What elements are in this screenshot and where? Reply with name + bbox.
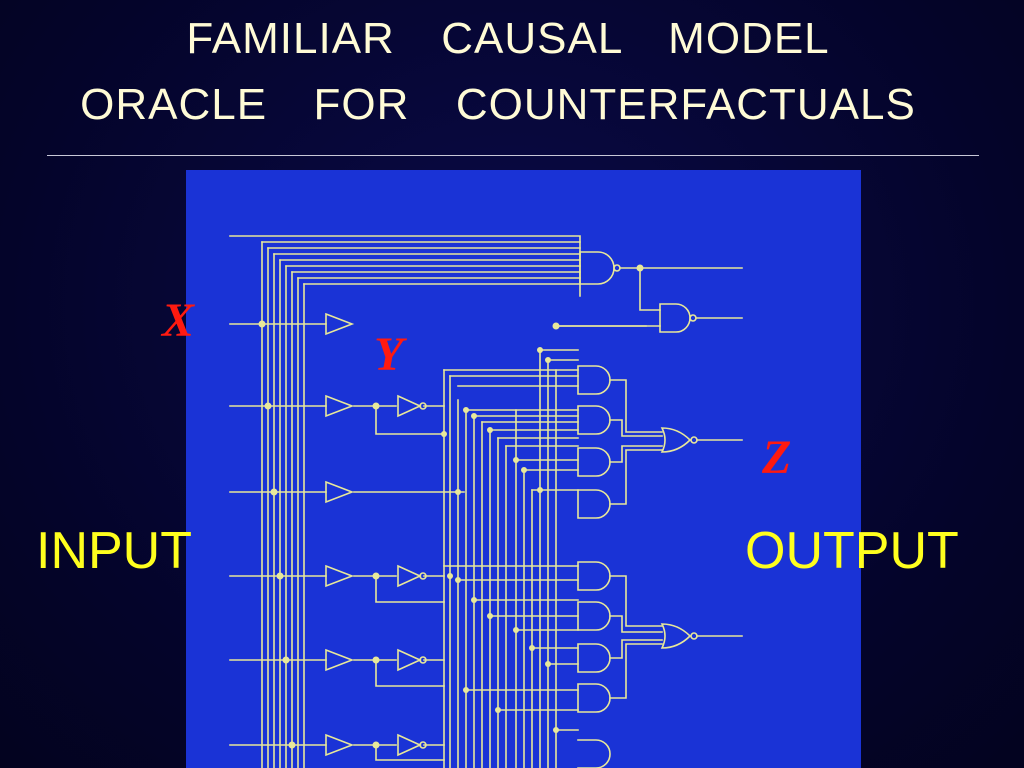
input-label: INPUT xyxy=(36,522,192,580)
buffer-gate-1 xyxy=(325,312,355,336)
output-label: OUTPUT xyxy=(745,522,959,580)
or-gate-z xyxy=(660,427,692,453)
or-gate-2 xyxy=(660,623,692,649)
title-divider xyxy=(47,155,979,156)
variable-label-z: Z xyxy=(762,431,792,484)
circuit-schematic xyxy=(229,235,743,768)
and-gate-5 xyxy=(577,561,611,591)
variable-label-x: X xyxy=(162,294,195,347)
slide-title-line1: FAMILIAR CAUSAL MODEL xyxy=(186,14,830,63)
nand-gate-second xyxy=(659,303,691,333)
nand-gate-top xyxy=(579,251,615,285)
logic-circuit-diagram xyxy=(186,170,861,768)
slide-title-line2: ORACLE FOR COUNTERFACTUALS xyxy=(80,80,916,129)
inverter-gate-1 xyxy=(397,394,422,418)
variable-label-y: Y xyxy=(374,328,404,381)
and-gate-1 xyxy=(577,365,611,395)
